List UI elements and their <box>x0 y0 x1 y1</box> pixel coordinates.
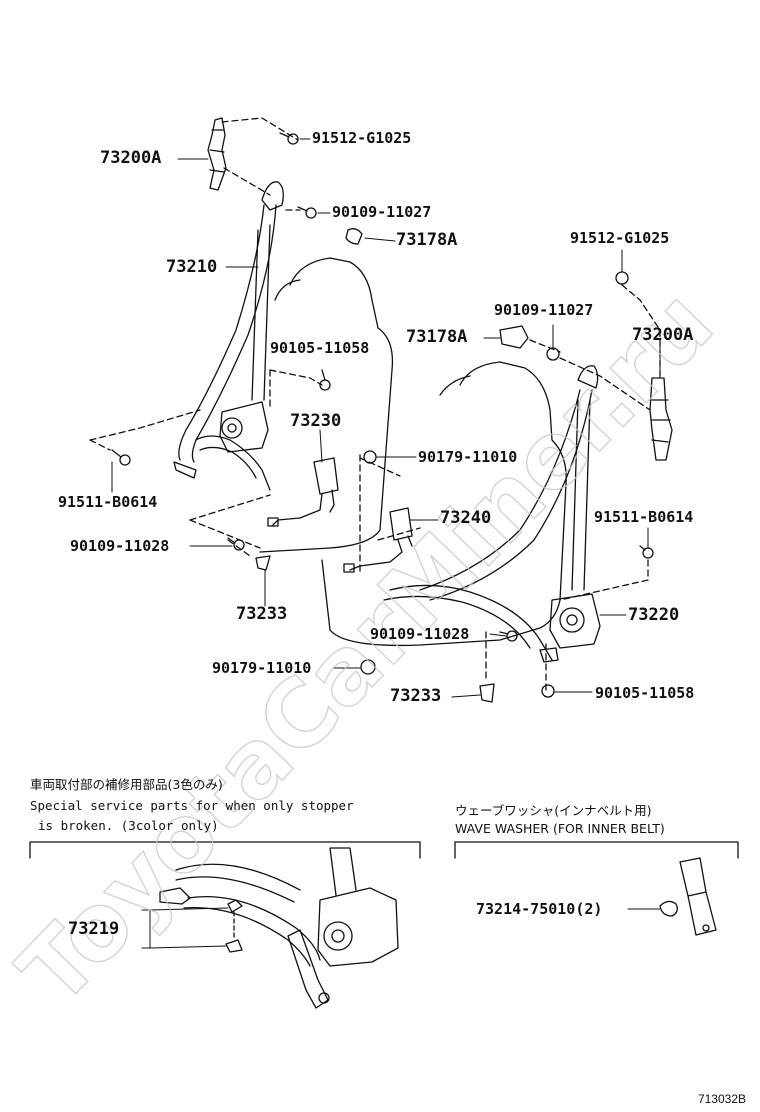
label-90109-11028-left: 90109-11028 <box>70 537 170 555</box>
wave-washer-bracket <box>454 841 739 859</box>
label-73178a-right: 73178A <box>406 327 468 347</box>
drawing-number: 713032B <box>697 1092 746 1106</box>
right-buckle <box>389 507 413 541</box>
label-90105-11058-left: 90105-11058 <box>270 339 370 357</box>
label-90109-11027-left: 90109-11027 <box>332 203 432 221</box>
right-shoulder-anchor <box>577 365 599 389</box>
left-height-adjuster <box>207 117 227 191</box>
label-73220: 73220 <box>628 605 680 625</box>
label-73240: 73240 <box>440 508 492 528</box>
label-73219: 73219 <box>68 919 120 939</box>
left-buckle <box>313 457 339 495</box>
label-90109-11028-right: 90109-11028 <box>370 625 470 643</box>
label-91512-g1025-right: 91512-G1025 <box>570 229 670 247</box>
left-retractor <box>219 401 269 453</box>
label-91511-b0614-left: 91511-B0614 <box>58 493 158 511</box>
stopper-inset-drawing <box>141 847 399 1009</box>
label-73178a-left: 73178A <box>396 230 458 250</box>
label-73200a-left: 73200A <box>100 148 162 168</box>
label-73233-left: 73233 <box>236 604 288 624</box>
leader-lines <box>111 138 661 698</box>
right-shoulder-belt <box>419 389 593 601</box>
left-seat-outline-2 <box>274 279 301 301</box>
right-seat-outline <box>321 361 567 647</box>
wave-washer-note-jp: ウェーブワッシャ(インナベルト用) <box>455 803 652 818</box>
label-91512-g1025-left: 91512-G1025 <box>312 129 412 147</box>
label-90179-11010-low: 90179-11010 <box>212 659 312 677</box>
special-parts-note-en-2: is broken. (3color only) <box>38 818 219 833</box>
label-73200a-right: 73200A <box>632 325 694 345</box>
right-height-adjuster <box>649 377 673 461</box>
label-73230: 73230 <box>290 411 342 431</box>
special-parts-bracket <box>29 841 421 859</box>
label-90109-11027-right: 90109-11027 <box>494 301 594 319</box>
special-parts-note-en-1: Special service parts for when only stop… <box>30 798 354 813</box>
wave-washer-note-en: WAVE WASHER (FOR INNER BELT) <box>455 821 665 836</box>
label-73210: 73210 <box>166 257 218 277</box>
left-shoulder-anchor <box>261 181 284 211</box>
label-90105-11058-right: 90105-11058 <box>595 684 695 702</box>
left-shoulder-belt <box>178 204 277 463</box>
wave-washer-inset-drawing <box>627 857 717 936</box>
left-seat-outline <box>259 257 394 553</box>
label-73214-75010: 73214-75010(2) <box>476 900 603 918</box>
label-90179-11010-mid: 90179-11010 <box>418 448 518 466</box>
label-73233-right: 73233 <box>390 686 442 706</box>
right-retractor <box>549 593 601 649</box>
special-parts-note-jp: 車両取付部の補修用部品(3色のみ) <box>30 777 223 792</box>
label-91511-b0614-right: 91511-B0614 <box>594 508 694 526</box>
